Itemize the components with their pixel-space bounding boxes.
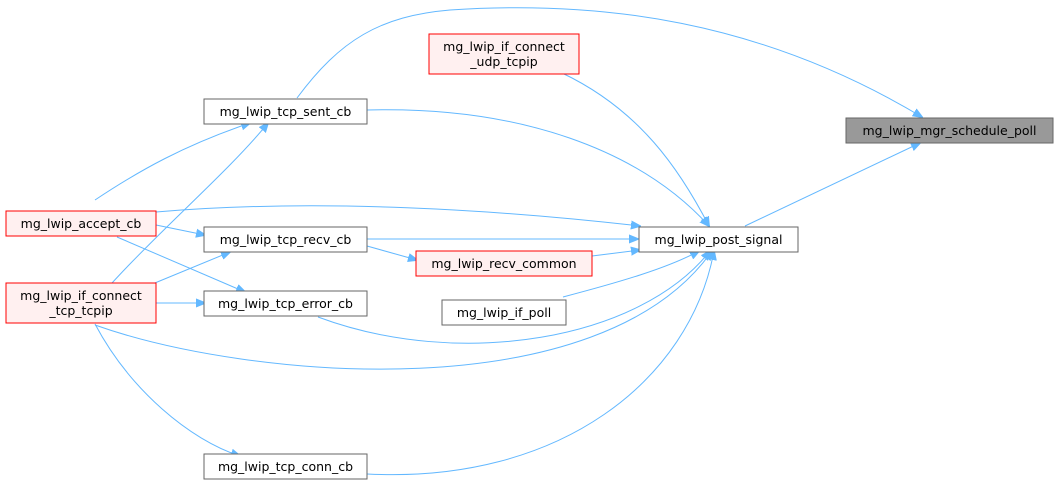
edge-udp-to-post-signal bbox=[561, 72, 709, 226]
edge-accept-to-recv-cb bbox=[155, 224, 205, 235]
node-mg-lwip-tcp-recv-cb[interactable]: mg_lwip_tcp_recv_cb bbox=[203, 226, 368, 253]
edges bbox=[94, 7, 922, 476]
edge-recv-cb-to-recv-common bbox=[366, 245, 417, 260]
node-label: mg_lwip_tcp_recv_cb bbox=[220, 232, 352, 247]
node-label: mg_lwip_post_signal bbox=[655, 232, 783, 247]
nodes: mg_lwip_mgr_schedule_poll mg_lwip_if_con… bbox=[5, 33, 1054, 480]
node-label-line-2: _tcp_tcpip bbox=[48, 303, 112, 318]
node-mg-lwip-accept-cb[interactable]: mg_lwip_accept_cb bbox=[5, 210, 157, 237]
node-label: mg_lwip_if_poll bbox=[457, 305, 551, 320]
edge-sent-cb-to-post-signal bbox=[366, 109, 709, 226]
edge-accept-to-error-cb bbox=[116, 236, 245, 292]
node-mg-lwip-mgr-schedule-poll[interactable]: mg_lwip_mgr_schedule_poll bbox=[845, 117, 1054, 144]
edge-sent-cb-to-schedule-poll bbox=[296, 7, 922, 117]
node-label-line-1: mg_lwip_if_connect bbox=[443, 39, 565, 54]
node-mg-lwip-tcp-sent-cb[interactable]: mg_lwip_tcp_sent_cb bbox=[203, 98, 368, 125]
edge-conn-cb-to-post-signal bbox=[366, 251, 714, 476]
node-label-line-2: _udp_tcpip bbox=[469, 54, 537, 69]
edge-accept-to-post-signal bbox=[155, 205, 640, 226]
edge-if-poll-to-post-signal bbox=[562, 251, 699, 298]
edge-tcp-tcpip-to-conn-cb bbox=[94, 323, 240, 456]
node-mg-lwip-recv-common[interactable]: mg_lwip_recv_common bbox=[415, 250, 593, 277]
edge-accept-to-sent-cb bbox=[94, 123, 250, 201]
node-mg-lwip-if-poll[interactable]: mg_lwip_if_poll bbox=[441, 299, 567, 326]
node-mg-lwip-tcp-conn-cb[interactable]: mg_lwip_tcp_conn_cb bbox=[203, 453, 368, 480]
node-label: mg_lwip_tcp_error_cb bbox=[218, 296, 353, 311]
node-label: mg_lwip_accept_cb bbox=[21, 216, 142, 231]
node-mg-lwip-tcp-error-cb[interactable]: mg_lwip_tcp_error_cb bbox=[203, 290, 368, 317]
node-label: mg_lwip_recv_common bbox=[431, 256, 576, 271]
node-mg-lwip-if-connect-udp-tcpip[interactable]: mg_lwip_if_connect _udp_tcpip bbox=[428, 33, 580, 75]
node-mg-lwip-post-signal[interactable]: mg_lwip_post_signal bbox=[638, 226, 799, 253]
edge-error-cb-to-post-signal bbox=[317, 251, 710, 344]
edge-tcp-tcpip-to-post-signal bbox=[94, 251, 712, 370]
node-label: mg_lwip_tcp_sent_cb bbox=[220, 104, 352, 119]
node-label: mg_lwip_mgr_schedule_poll bbox=[862, 123, 1036, 138]
node-label-line-1: mg_lwip_if_connect bbox=[20, 288, 142, 303]
edge-recv-common-to-post-signal bbox=[591, 250, 640, 257]
edge-tcp-tcpip-to-sent-cb bbox=[111, 123, 268, 284]
node-label: mg_lwip_tcp_conn_cb bbox=[218, 459, 353, 474]
edge-post-signal-to-schedule-poll bbox=[744, 143, 920, 227]
node-mg-lwip-if-connect-tcp-tcpip[interactable]: mg_lwip_if_connect _tcp_tcpip bbox=[5, 282, 157, 324]
